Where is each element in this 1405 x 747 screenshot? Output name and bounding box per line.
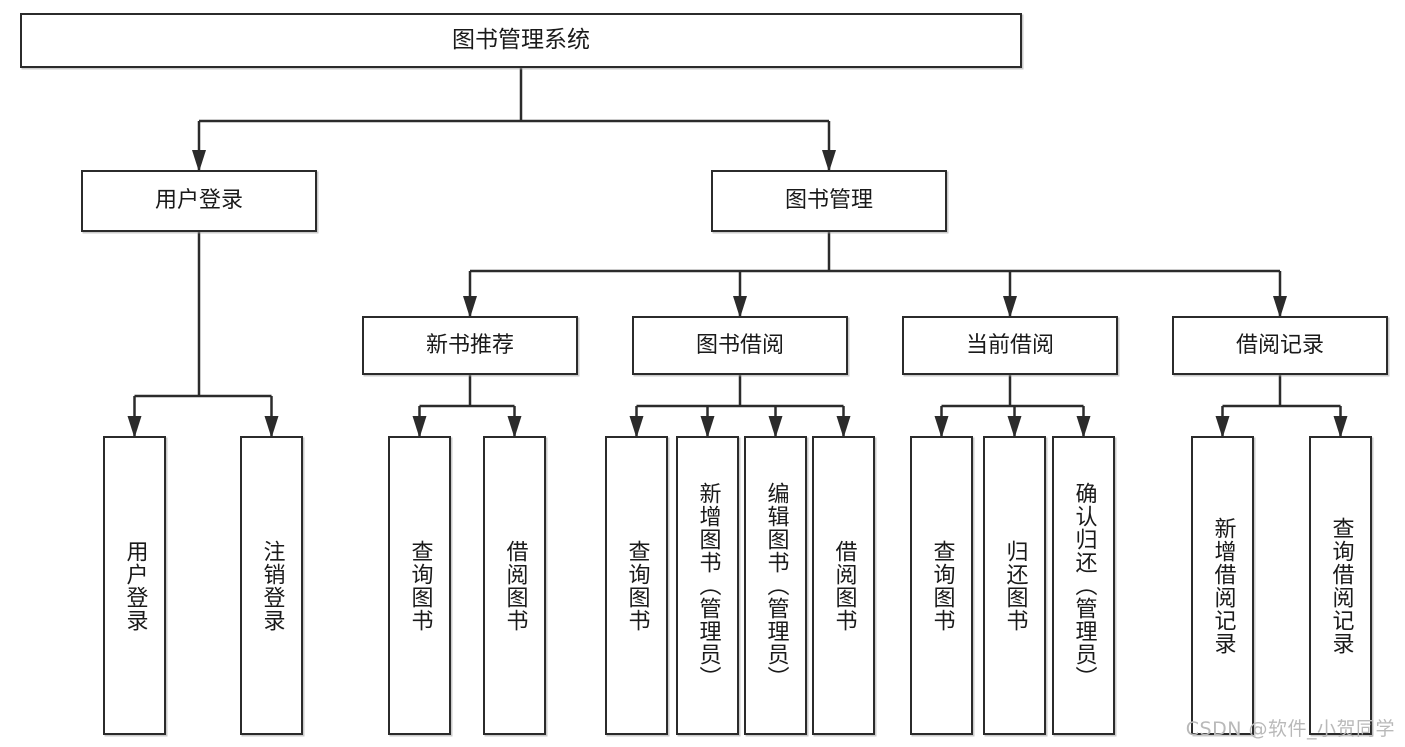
node-label: 借阅记录 [1235, 332, 1324, 358]
edge-newbook-to-query-arrowhead [412, 416, 427, 438]
node-newbook[interactable]: 新书推荐 [362, 316, 578, 375]
node-label: 查询图书 [624, 539, 650, 632]
node-label: 当前借阅 [965, 332, 1054, 358]
node-records[interactable]: 借阅记录 [1172, 316, 1388, 375]
node-login[interactable]: 用户登录 [81, 170, 317, 232]
node-l-q1[interactable]: 查询图书 [388, 436, 451, 735]
edge-records-to-query-arrowhead [1333, 416, 1348, 438]
edge-records-to-add-arrowhead [1215, 416, 1230, 438]
node-label: 借阅图书 [831, 539, 857, 632]
edge-bookmgmt-to-borrow-arrowhead [733, 296, 747, 318]
node-label: 查询借阅记录 [1328, 516, 1354, 655]
edge-newbook-to-borrow-arrowhead [507, 416, 522, 438]
node-bookmgmt[interactable]: 图书管理 [711, 170, 947, 232]
node-label: 注销登录 [259, 539, 285, 632]
node-label: 用户登录 [154, 188, 243, 214]
node-l-add[interactable]: 新增图书（管理员） [676, 436, 739, 735]
node-label: 归还图书 [1002, 539, 1028, 632]
node-label: 编辑图书（管理员） [763, 482, 789, 689]
node-label: 用户登录 [122, 539, 148, 632]
node-label: 查询图书 [929, 539, 955, 632]
node-label: 查询图书 [407, 539, 433, 632]
node-label: 新书推荐 [425, 332, 514, 358]
edge-borrow-to-query-arrowhead [629, 416, 644, 438]
node-label: 新增借阅记录 [1210, 516, 1236, 655]
node-l-q2[interactable]: 查询图书 [605, 436, 668, 735]
edge-borrow-to-add-arrowhead [700, 416, 715, 438]
edge-current-to-return-arrowhead [1007, 416, 1022, 438]
edge-borrow-to-borrowbook-arrowhead [836, 416, 851, 438]
edge-login-to-logout-arrowhead [264, 416, 279, 438]
node-l-conf[interactable]: 确认归还（管理员） [1052, 436, 1115, 735]
node-label: 图书借阅 [695, 332, 784, 358]
edge-login-to-user-login-arrowhead [127, 416, 142, 438]
watermark-text: CSDN @软件_小贺同学 [1185, 718, 1395, 740]
node-label: 借阅图书 [502, 539, 528, 632]
node-label: 图书管理系统 [452, 26, 590, 53]
node-borrow[interactable]: 图书借阅 [632, 316, 848, 375]
edge-bookmgmt-to-newbook-arrowhead [463, 296, 477, 318]
node-root[interactable]: 图书管理系统 [20, 13, 1022, 68]
edge-root-to-login-arrowhead [192, 150, 206, 172]
node-l-edit[interactable]: 编辑图书（管理员） [744, 436, 807, 735]
edge-bookmgmt-to-current-arrowhead [1003, 296, 1017, 318]
node-label: 确认归还（管理员） [1071, 482, 1097, 689]
node-l-b1[interactable]: 借阅图书 [483, 436, 546, 735]
node-label: 图书管理 [784, 188, 873, 214]
node-l-q3[interactable]: 查询图书 [910, 436, 973, 735]
edge-current-to-query-arrowhead [934, 416, 949, 438]
node-l-logout[interactable]: 注销登录 [240, 436, 303, 735]
edge-bookmgmt-to-records-arrowhead [1273, 296, 1287, 318]
edge-root-to-bookmgmt-arrowhead [822, 150, 836, 172]
edge-current-to-confirm-arrowhead [1076, 416, 1091, 438]
edge-borrow-to-edit-arrowhead [768, 416, 783, 438]
node-current[interactable]: 当前借阅 [902, 316, 1118, 375]
node-l-addrec[interactable]: 新增借阅记录 [1191, 436, 1254, 735]
node-l-login[interactable]: 用户登录 [103, 436, 166, 735]
node-l-ret[interactable]: 归还图书 [983, 436, 1046, 735]
node-l-qrec[interactable]: 查询借阅记录 [1309, 436, 1372, 735]
node-label: 新增图书（管理员） [695, 482, 721, 689]
node-l-b2[interactable]: 借阅图书 [812, 436, 875, 735]
